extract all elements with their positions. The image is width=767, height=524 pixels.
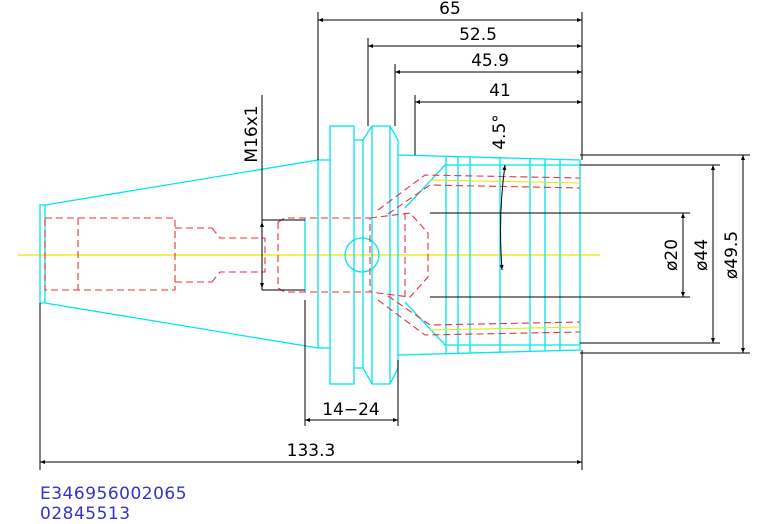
- part-code: E346956002065: [40, 484, 188, 504]
- dim-52-5: 52.5: [459, 25, 497, 45]
- part-number: 02845513: [40, 504, 131, 524]
- dim-thread: M16x1: [242, 105, 262, 162]
- dim-65: 65: [439, 0, 461, 19]
- hidden-lines: [44, 174, 581, 336]
- dim-dia44: ø44: [692, 239, 712, 271]
- dim-overall: 133.3: [287, 441, 336, 461]
- dim-41: 41: [489, 81, 511, 101]
- dimension-lines: [39, 12, 750, 470]
- dim-dia49-5: ø49.5: [722, 231, 742, 279]
- dim-range: 14−24: [322, 400, 380, 420]
- holder-outline: [39, 125, 581, 385]
- dim-45-9: 45.9: [471, 51, 509, 71]
- dim-angle: 4.5°: [490, 114, 510, 150]
- dim-dia20: ø20: [662, 239, 682, 271]
